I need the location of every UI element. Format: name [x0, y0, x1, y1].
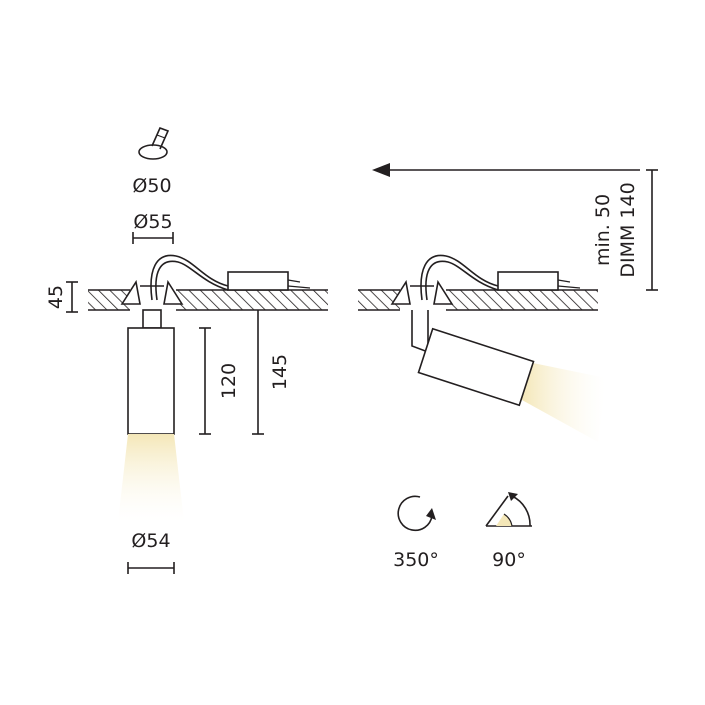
label-min50: min. 50 — [592, 194, 614, 266]
label-h120: 120 — [218, 363, 240, 399]
label-dimm140: DIMM 140 — [617, 182, 639, 277]
dim-line-h120 — [199, 327, 211, 435]
dim-line-h145 — [252, 310, 264, 435]
label-d50: Ø50 — [132, 175, 171, 197]
label-tilt90: 90° — [492, 549, 526, 571]
label-h145: 145 — [269, 354, 291, 390]
label-h45: 45 — [45, 285, 67, 309]
ceiling-left — [88, 254, 328, 312]
label-d54: Ø54 — [131, 530, 170, 552]
dim-line-min50 — [646, 169, 658, 291]
fixture-right-tilted — [411, 310, 606, 442]
arrow-left-icon — [372, 163, 640, 177]
tilt-icon — [485, 492, 532, 527]
dim-line-h45 — [66, 281, 78, 313]
label-rot350: 350° — [393, 549, 439, 571]
fixture-left — [118, 309, 184, 522]
label-d55: Ø55 — [133, 211, 172, 233]
dim-line-d55 — [132, 232, 174, 244]
dim-line-d54 — [127, 562, 175, 574]
mini-fixture-icon — [138, 126, 170, 160]
rotation-icon — [397, 495, 436, 532]
ceiling-right — [358, 254, 598, 312]
